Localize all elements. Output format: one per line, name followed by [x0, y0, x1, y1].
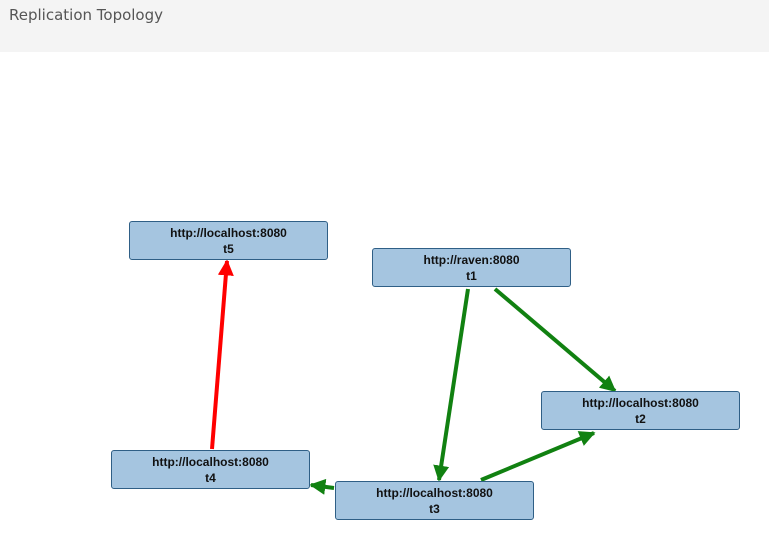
node-t1[interactable]: http://raven:8080 t1 [372, 248, 571, 287]
node-url: http://localhost:8080 [376, 486, 493, 500]
node-url: http://localhost:8080 [152, 455, 269, 469]
page-title: Replication Topology [9, 6, 164, 24]
node-t4[interactable]: http://localhost:8080 t4 [111, 450, 310, 489]
edge-t1-t3 [433, 288, 470, 482]
node-t2[interactable]: http://localhost:8080 t2 [541, 391, 740, 430]
node-label: t3 [429, 502, 440, 516]
edge-t1-t2 [493, 287, 617, 393]
edge-t3-t4 [309, 478, 335, 495]
node-t5[interactable]: http://localhost:8080 t5 [129, 221, 328, 260]
node-t3[interactable]: http://localhost:8080 t3 [335, 481, 534, 520]
edge-t4-t5 [210, 259, 234, 450]
topology-edges [210, 259, 617, 495]
edge-t3-t2 [480, 431, 596, 482]
node-label: t5 [223, 242, 234, 256]
node-label: t4 [205, 471, 216, 485]
node-label: t1 [466, 269, 477, 283]
node-url: http://raven:8080 [423, 253, 520, 267]
topology-canvas: http://localhost:8080 t5 http://raven:80… [0, 52, 769, 540]
node-label: t2 [635, 412, 646, 426]
node-url: http://localhost:8080 [582, 396, 699, 410]
page-header: Replication Topology [0, 0, 769, 52]
node-url: http://localhost:8080 [170, 226, 287, 240]
